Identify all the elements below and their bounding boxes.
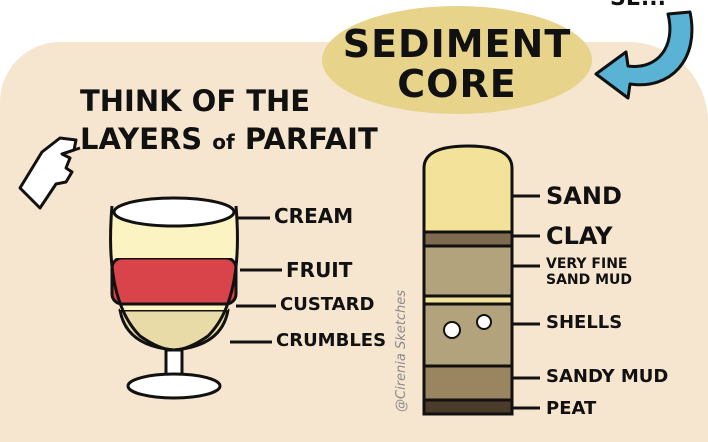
- core-sand-layer: [424, 146, 512, 232]
- core-sandy-mud-layer: [424, 366, 512, 400]
- label-very-fine-sand-mud: VERY FINE SAND MUD: [546, 256, 632, 288]
- artist-credit: @Cirenia Sketches: [394, 290, 409, 412]
- arrow-icon: [596, 12, 692, 98]
- label-shells: SHELLS: [546, 312, 622, 333]
- core-clay-layer: [424, 232, 512, 246]
- core-label-lines: [512, 196, 540, 408]
- label-clay: CLAY: [546, 222, 613, 250]
- label-crumbles: CRUMBLES: [276, 330, 386, 351]
- label-sand: SAND: [546, 182, 622, 210]
- core-shells-layer: [424, 304, 512, 366]
- parfait-stem: [166, 350, 182, 376]
- parfait-glass: [111, 198, 238, 398]
- parfait-cream-top: [114, 198, 234, 226]
- label-cream: CREAM: [274, 204, 353, 228]
- label-sand-mud: SAND MUD: [546, 272, 632, 288]
- pointing-hand-icon: [20, 138, 80, 208]
- label-very-fine: VERY FINE: [546, 256, 632, 272]
- label-fruit: FRUIT: [286, 258, 352, 282]
- sediment-core: [424, 146, 512, 414]
- core-peat-layer: [424, 400, 512, 414]
- parfait-foot: [128, 374, 220, 398]
- diagram-art: [0, 0, 708, 421]
- parfait-fruit-layer: [112, 258, 236, 304]
- label-custard: CUSTARD: [280, 294, 374, 315]
- label-peat: PEAT: [546, 398, 596, 419]
- label-sandy-mud: SANDY MUD: [546, 366, 668, 387]
- core-fine-mud-layer: [424, 246, 512, 296]
